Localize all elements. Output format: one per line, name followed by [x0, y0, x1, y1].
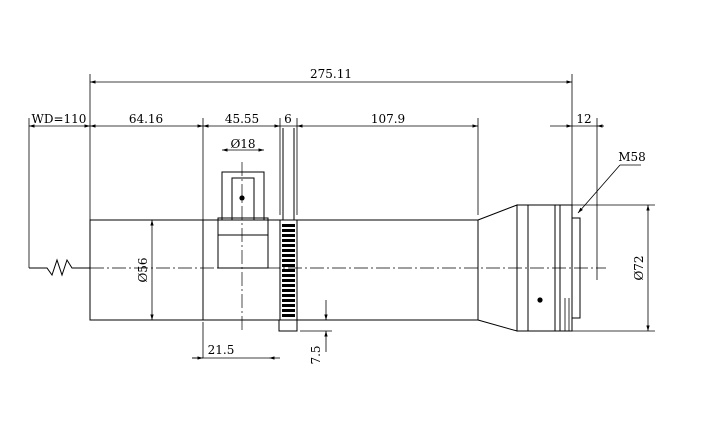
- seg-4-label: 107.9: [371, 112, 405, 126]
- dimension-labels: 275.11 WD=110 64.16 45.55 6 107.9 12 M58…: [32, 67, 646, 365]
- knurl-tooth: [282, 234, 295, 237]
- knurl-tooth: [282, 229, 295, 232]
- knurl-tooth: [282, 269, 295, 272]
- knurl-tooth: [282, 239, 295, 242]
- knurl-tooth: [282, 224, 295, 227]
- knurl-tooth: [282, 254, 295, 257]
- working-distance-break: [29, 258, 90, 277]
- seg-2-label: 45.55: [225, 112, 259, 126]
- knurl-tooth: [282, 304, 295, 307]
- overall-length-label: 275.11: [310, 67, 352, 81]
- knurl-tooth: [282, 264, 295, 267]
- knurl-tooth: [282, 274, 295, 277]
- knurl-tooth: [282, 314, 295, 317]
- focus-ring: [278, 128, 298, 332]
- knurl-tooth: [282, 294, 295, 297]
- knurl-tooth: [282, 284, 295, 287]
- seg-3-label: 6: [284, 112, 292, 126]
- working-distance-label: WD=110: [32, 112, 87, 126]
- front-length-label: 12: [576, 112, 591, 126]
- knurl-tooth: [282, 279, 295, 282]
- ring-offset-label: 7.5: [309, 345, 323, 364]
- knurl-tooth: [282, 299, 295, 302]
- seg-1-label: 64.16: [129, 112, 163, 126]
- knurl-tooth: [282, 244, 295, 247]
- knurl-tooth: [282, 289, 295, 292]
- light-port: [217, 171, 269, 269]
- knurl-tooth: [282, 259, 295, 262]
- center-lines: [90, 162, 606, 330]
- dimension-lines: [29, 80, 650, 360]
- front-diameter-label: Ø72: [632, 255, 646, 280]
- knurl-tooth: [282, 309, 295, 312]
- extension-lines: [28, 74, 655, 359]
- port-offset-label: 21.5: [208, 343, 235, 357]
- thread-label: M58: [618, 150, 646, 164]
- knurl-tooth: [282, 249, 295, 252]
- port-diameter-label: Ø18: [230, 137, 255, 151]
- body-diameter-label: Ø56: [136, 257, 150, 282]
